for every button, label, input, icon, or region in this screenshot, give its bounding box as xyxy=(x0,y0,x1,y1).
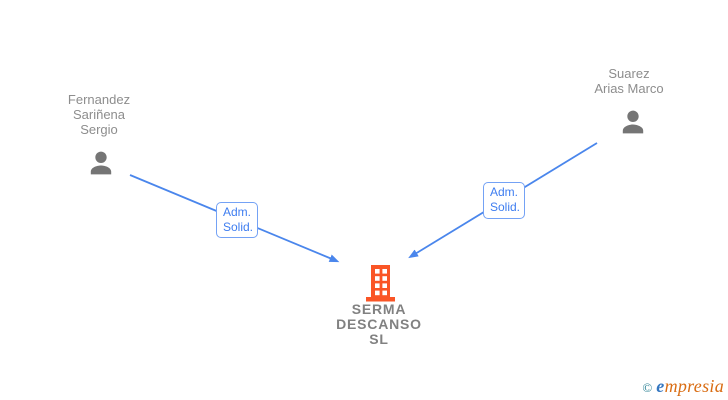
person-name-line: Fernandez xyxy=(67,92,131,107)
person-node-label-suarez[interactable]: Suarez Arias Marco xyxy=(569,66,689,96)
relation-label-adm-solid-1: Adm. Solid. xyxy=(216,202,258,238)
relation-label-line: Solid. xyxy=(223,220,254,234)
logo-wordmark: empresia xyxy=(656,376,724,397)
relation-label-line: Solid. xyxy=(490,200,521,214)
person-node-label-fernandez[interactable]: Fernandez Sariñena Sergio xyxy=(39,92,159,137)
person-node-fernandez[interactable] xyxy=(84,146,118,185)
person-name-line: Suarez xyxy=(608,66,650,81)
logo-rest: mpresia xyxy=(664,376,724,396)
copyright-icon: © xyxy=(642,380,653,395)
relation-label-line: Adm. xyxy=(223,205,252,219)
relation-label-line: Adm. xyxy=(490,185,519,199)
building-icon xyxy=(362,265,398,306)
person-node-suarez[interactable] xyxy=(616,105,650,144)
person-name-line: Sergio xyxy=(80,122,118,137)
company-name-line: SERMA xyxy=(351,301,407,317)
company-name-line: SL xyxy=(369,331,389,347)
company-node-serma-descanso[interactable] xyxy=(362,264,398,307)
empresia-logo[interactable]: © empresia xyxy=(642,376,724,397)
person-name-line: Sariñena xyxy=(72,107,126,122)
person-icon xyxy=(616,110,650,143)
person-icon xyxy=(84,151,118,184)
relation-label-adm-solid-2: Adm. Solid. xyxy=(483,182,525,219)
logo-first-letter: e xyxy=(656,376,665,396)
company-name-line: DESCANSO xyxy=(336,316,422,332)
person-name-line: Arias Marco xyxy=(594,81,664,96)
company-node-label[interactable]: SERMA DESCANSO SL xyxy=(319,302,439,347)
